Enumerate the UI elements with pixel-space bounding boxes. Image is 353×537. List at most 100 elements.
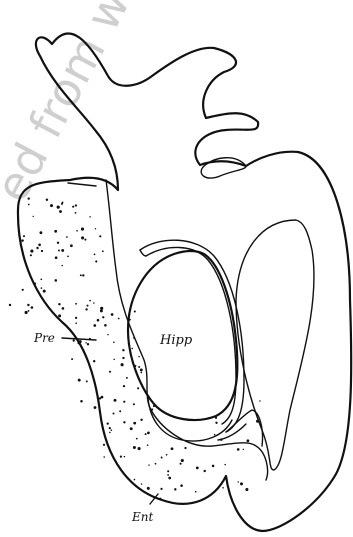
stipple-dot — [134, 310, 136, 312]
pre-leader-line — [62, 338, 96, 340]
stipple-dot — [75, 317, 77, 319]
stipple-dot — [174, 488, 176, 490]
stipple-dot — [180, 484, 183, 487]
stipple-dot — [114, 399, 117, 402]
stipple-dot — [215, 417, 217, 419]
stipple-dot — [123, 401, 125, 403]
stipple-dot — [243, 449, 244, 450]
stipple-dot — [28, 310, 30, 312]
stipple-dot — [75, 303, 77, 305]
stipple-dot — [160, 488, 162, 490]
stipple-dot — [59, 210, 62, 213]
stipple-dot — [33, 216, 34, 217]
fimbria-top-cap — [140, 250, 146, 256]
stray-mark — [9, 304, 11, 306]
stipple-dot — [103, 456, 105, 458]
stipple-dot — [25, 311, 28, 314]
label-hipp: Hipp — [159, 333, 193, 348]
stipple-dot — [133, 337, 135, 339]
stipple-dot — [153, 405, 155, 407]
stipple-dot — [99, 397, 101, 399]
stipple-dot — [180, 463, 182, 465]
stipple-dot — [102, 316, 104, 318]
stipple-dot — [148, 464, 149, 465]
stipple-dot — [237, 481, 238, 482]
stipple-dot — [36, 247, 38, 249]
stipple-dot — [147, 432, 150, 435]
stipple-dot — [181, 459, 184, 462]
stipple-dot — [75, 204, 77, 206]
stipple-dot — [155, 463, 157, 465]
stipple-dot — [86, 305, 88, 307]
stipple-dot — [85, 308, 87, 310]
stipple-dot — [204, 470, 206, 472]
stipple-dot — [30, 254, 32, 256]
stipple-dot — [27, 304, 29, 306]
stipple-dot — [140, 368, 143, 371]
stipple-dot — [95, 228, 96, 229]
stipple-dot — [81, 236, 84, 239]
stipple-dot — [109, 432, 111, 434]
stipple-dot — [104, 324, 107, 327]
stipple-dot — [57, 206, 60, 209]
stipple-dot — [58, 250, 60, 252]
stipple-dot — [67, 256, 69, 258]
stipple-dot — [129, 319, 131, 321]
stipple-dot — [100, 307, 103, 310]
stipple-dot — [76, 230, 78, 232]
stipple-dot — [28, 204, 30, 206]
stipple-dot — [136, 438, 138, 440]
stipple-dot — [111, 313, 114, 316]
stipple-dot — [133, 446, 136, 449]
stipple-dot — [212, 465, 215, 468]
stipple-dot — [124, 456, 126, 458]
stipple-dot — [126, 377, 128, 379]
stipple-dot — [222, 487, 224, 489]
stipple-dot — [120, 456, 122, 458]
stipple-dot — [58, 314, 61, 317]
stipple-dot — [109, 427, 111, 429]
stipple-dot — [50, 204, 53, 207]
stipple-dot — [94, 406, 97, 409]
stipple-dot — [93, 324, 96, 327]
top-left-leader-line — [68, 183, 96, 186]
stipple-dot — [121, 363, 124, 366]
stipple-dot — [102, 250, 104, 252]
stipple-dot — [119, 410, 121, 412]
stipple-dot — [259, 400, 260, 401]
stipple-dot — [159, 498, 162, 501]
stipple-dot — [80, 274, 82, 276]
stipple-dot — [196, 466, 199, 469]
stipple-dot — [134, 365, 136, 367]
stipple-dot — [61, 249, 64, 252]
stipple-dot — [81, 228, 84, 231]
stipple-dot — [123, 385, 125, 387]
stipple-dot — [75, 322, 77, 324]
stipple-dot — [151, 408, 153, 410]
stipple-dot — [134, 479, 136, 481]
stipple-dot — [58, 303, 60, 305]
stipple-dot — [166, 454, 168, 456]
stipple-dot — [41, 250, 43, 252]
stipple-dot — [113, 413, 115, 415]
stipple-dot — [23, 235, 25, 237]
stipple-dot — [138, 447, 141, 450]
stipple-dot — [141, 483, 142, 484]
stipple-dot — [245, 488, 248, 491]
stipple-dot — [138, 356, 139, 357]
stipple-dot — [97, 319, 100, 322]
stipple-dot — [140, 372, 142, 374]
stipple-dot — [247, 439, 250, 442]
stipple-dot — [118, 318, 120, 320]
stipple-dot — [167, 474, 169, 476]
stipple-dot — [237, 448, 240, 451]
stipple-dot — [21, 239, 23, 241]
stipple-dot — [93, 360, 95, 362]
stipple-dot — [113, 359, 115, 361]
stipple-dot — [89, 216, 90, 217]
stipple-dot — [224, 464, 225, 465]
stipple-dot — [122, 349, 124, 351]
stipple-dot — [38, 243, 41, 246]
stipple-dot — [55, 279, 58, 282]
stipple-dot — [80, 400, 83, 403]
